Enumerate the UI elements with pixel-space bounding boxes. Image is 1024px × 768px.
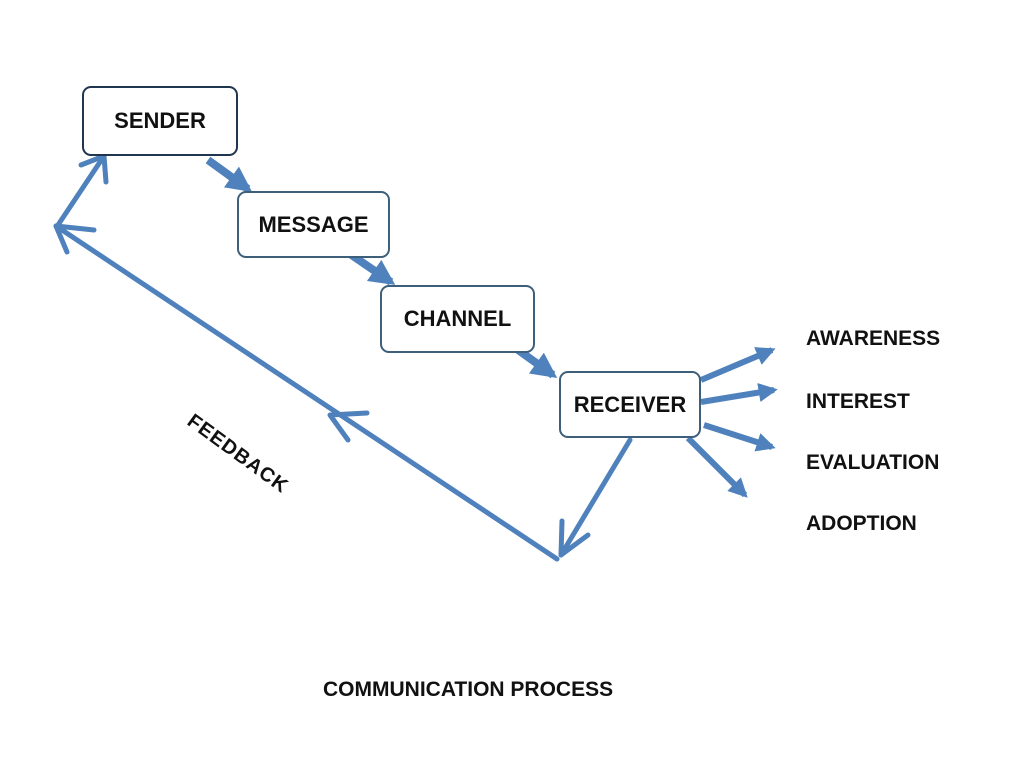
sender-label: SENDER <box>114 108 206 133</box>
stage-arrows <box>685 347 778 498</box>
feedback-return-line <box>53 223 560 562</box>
stage-label-adoption: ADOPTION <box>806 512 917 535</box>
feedback-mid-arrowhead <box>327 410 370 443</box>
channel-label: CHANNEL <box>403 306 512 331</box>
stage-label-interest: INTEREST <box>806 390 910 413</box>
feedback-sender-arrowhead <box>78 153 109 185</box>
arrow-sender-to-message <box>205 156 253 193</box>
feedback-receiver-down <box>558 437 633 558</box>
feedback-loop <box>53 153 633 562</box>
receiver-label: RECEIVER <box>573 391 687 417</box>
sender-box: SENDER <box>82 86 238 156</box>
feedback-down-arrowhead <box>558 518 591 558</box>
arrow-to-evaluation <box>703 422 776 452</box>
arrow-to-awareness <box>699 347 776 383</box>
message-box: MESSAGE <box>237 191 390 258</box>
stage-label-awareness: AWARENESS <box>806 327 941 350</box>
arrow-message-to-channel <box>347 250 396 286</box>
arrow-to-adoption <box>685 435 748 498</box>
stage-label-evaluation: EVALUATION <box>806 451 940 474</box>
receiver-box: RECEIVER <box>559 371 701 438</box>
channel-box: CHANNEL <box>380 285 535 353</box>
message-label: MESSAGE <box>258 211 369 237</box>
feedback-to-sender-line <box>55 153 107 228</box>
diagram-caption: COMMUNICATION PROCESS <box>323 678 614 701</box>
arrow-to-interest <box>700 383 778 405</box>
